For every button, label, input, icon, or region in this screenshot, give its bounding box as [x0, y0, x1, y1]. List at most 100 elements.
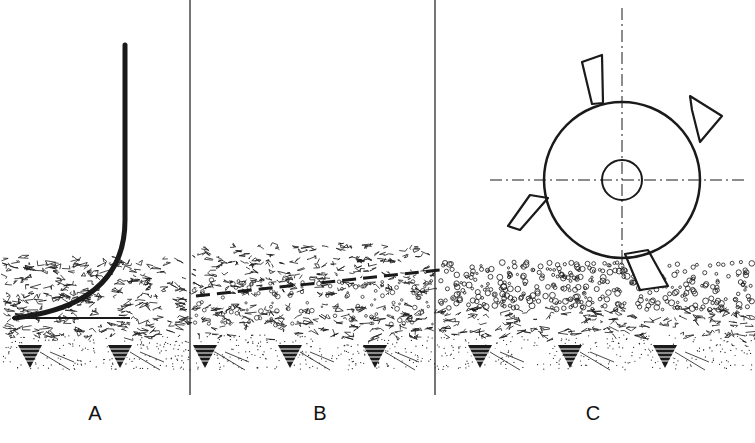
- soil-clod: [609, 319, 619, 324]
- soil-crumb: [410, 270, 411, 271]
- soil-stipple: [372, 338, 373, 339]
- soil-pebble: [745, 286, 747, 288]
- soil-stipple: [140, 368, 141, 369]
- soil-grain: [234, 286, 238, 290]
- soil-stipple: [20, 337, 21, 338]
- soil-clod: [533, 319, 537, 320]
- soil-stipple: [142, 344, 143, 345]
- soil-stipple: [141, 341, 142, 342]
- soil-crumb: [240, 261, 248, 264]
- soil-grain: [269, 305, 272, 308]
- soil-clod: [609, 326, 619, 331]
- soil-stipple: [452, 347, 453, 348]
- soil-clod: [220, 326, 226, 327]
- soil-stipple: [236, 345, 237, 346]
- soil-stipple: [344, 345, 345, 346]
- soil-crumb: [321, 263, 327, 267]
- soil-stipple: [8, 353, 9, 354]
- soil-clod: [695, 321, 699, 326]
- soil-pebble: [612, 289, 615, 292]
- soil-stipple: [730, 350, 731, 351]
- soil-stipple: [585, 365, 586, 366]
- soil-grain: [306, 301, 309, 304]
- soil-crumb: [255, 262, 264, 264]
- soil-stipple: [295, 340, 296, 341]
- soil-clod: [479, 323, 487, 325]
- soil-stipple: [238, 358, 239, 359]
- soil-crumb: [249, 264, 254, 267]
- soil-grain: [229, 310, 233, 314]
- soil-grain: [427, 305, 430, 308]
- soil-clod: [57, 275, 66, 280]
- soil-crumb: [222, 272, 228, 275]
- soil-stipple: [80, 360, 81, 361]
- soil-clod: [96, 274, 97, 278]
- soil-clod: [34, 333, 40, 338]
- soil-stipple: [465, 364, 466, 365]
- soil-stipple: [646, 336, 647, 337]
- soil-clod: [561, 312, 571, 315]
- soil-clod: [402, 324, 405, 325]
- soil-clod: [238, 308, 240, 311]
- soil-clod: [72, 264, 81, 268]
- soil-stipple: [349, 364, 350, 365]
- soil-crumb: [363, 270, 368, 272]
- soil-clod: [389, 333, 394, 336]
- soil-pebble: [740, 307, 742, 309]
- soil-pebble: [581, 305, 586, 310]
- soil-pebble: [470, 298, 475, 303]
- soil-stipple: [351, 358, 352, 359]
- soil-pebble: [607, 269, 613, 275]
- soil-stipple: [496, 343, 497, 344]
- soil-clod: [62, 265, 70, 268]
- soil-stipple: [459, 367, 460, 368]
- soil-clod: [441, 310, 446, 315]
- soil-clod: [349, 316, 357, 322]
- soil-stipple: [142, 368, 143, 369]
- soil-stipple: [611, 341, 612, 342]
- soil-pebble: [590, 267, 596, 273]
- soil-stipple: [482, 334, 483, 335]
- soil-crumb: [314, 256, 316, 259]
- soil-stipple: [17, 367, 18, 368]
- soil-grain: [291, 322, 294, 325]
- soil-crumb: [266, 262, 270, 267]
- soil-clod: [714, 308, 722, 313]
- soil-grain: [300, 290, 303, 293]
- soil-clod: [506, 323, 513, 324]
- soil-crumb: [250, 278, 257, 281]
- soil-crumb: [349, 271, 354, 273]
- soil-grain: [365, 315, 368, 318]
- soil-clod: [153, 318, 159, 320]
- soil-clod: [358, 307, 366, 312]
- soil-stipple: [131, 361, 132, 362]
- soil-stipple: [348, 352, 349, 353]
- soil-clod: [683, 335, 693, 339]
- soil-stipple: [742, 365, 743, 366]
- soil-crumb: [278, 271, 286, 274]
- root-symbol: [359, 345, 419, 370]
- soil-stipple: [607, 347, 608, 348]
- soil-pebble: [716, 279, 719, 282]
- soil-pebble: [536, 299, 540, 303]
- soil-stipple: [260, 357, 261, 358]
- soil-stipple: [513, 362, 514, 363]
- soil-clod: [266, 338, 275, 340]
- soil-stipple: [103, 362, 104, 363]
- soil-clod: [649, 317, 661, 321]
- soil-pebble: [447, 306, 452, 311]
- soil-clod: [265, 306, 269, 310]
- soil-stipple: [70, 344, 71, 345]
- soil-clod: [404, 303, 412, 307]
- soil-stipple: [267, 342, 268, 343]
- soil-stipple: [107, 346, 108, 347]
- soil-clod: [175, 289, 180, 291]
- soil-pebble: [546, 285, 551, 290]
- soil-stipple: [276, 340, 277, 341]
- soil-stipple: [321, 358, 322, 359]
- soil-pebble: [679, 286, 682, 289]
- soil-clod: [415, 328, 422, 331]
- soil-clod: [29, 263, 30, 265]
- soil-clod: [13, 326, 23, 331]
- soil-stipple: [744, 352, 745, 353]
